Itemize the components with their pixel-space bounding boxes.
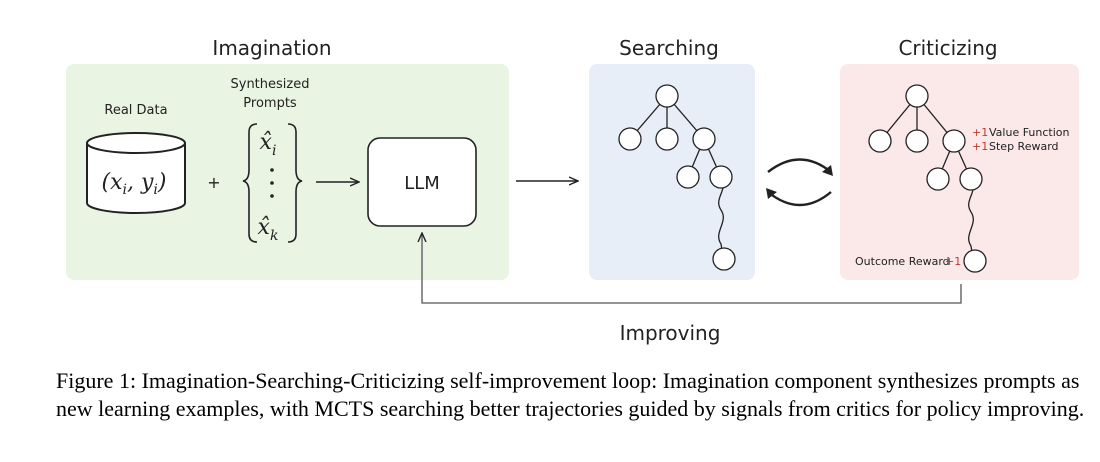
loop-arrow-bottom [767, 191, 832, 207]
tree-node [655, 127, 679, 151]
llm-box [367, 137, 477, 227]
tree-node [942, 129, 966, 153]
synth-label-line1: Synthesized [231, 77, 310, 92]
searching-panel [589, 64, 755, 280]
tree-node [712, 247, 736, 271]
llm-label: LLM [404, 173, 440, 194]
improving-title: Improving [620, 321, 721, 345]
search-tree [618, 84, 736, 271]
tree-node [959, 167, 983, 191]
tree-node [676, 165, 700, 189]
loop-arrow-bottom-head [766, 188, 777, 199]
tree-node [963, 249, 987, 273]
plus-sign: + [207, 173, 220, 192]
loop-arrow-top [767, 158, 832, 173]
tree-node [905, 129, 929, 153]
searching-title: Searching [619, 36, 719, 60]
caption-text: Imagination-Searching-Criticizing self-i… [56, 368, 1085, 421]
step-reward-plus-one: +1 [972, 140, 988, 153]
figure-number: Figure 1: [56, 368, 137, 393]
critic-tree [868, 84, 987, 273]
step-reward-label: Step Reward [989, 140, 1059, 153]
value-function-label: Value Function [989, 126, 1070, 139]
criticizing-title: Criticizing [898, 36, 997, 60]
prompt-brace-set [242, 123, 303, 243]
loop-arrow-top-head [822, 165, 833, 176]
tree-node [905, 84, 929, 108]
value-function-plus-one: +1 [972, 126, 988, 139]
tree-node [618, 127, 642, 151]
real-data-label: Real Data [104, 103, 167, 118]
outcome-reward-plus-one: +1 [945, 255, 961, 268]
imagination-title: Imagination [212, 36, 331, 60]
criticizing-panel [840, 64, 1079, 280]
outcome-reward-label: Outcome Reward [855, 255, 950, 268]
database-cylinder-icon [86, 132, 186, 214]
improving-feedback-line [422, 233, 962, 304]
synth-label-line2: Prompts [243, 96, 297, 111]
tree-node [709, 165, 733, 189]
figure-caption: Figure 1: Imagination-Searching-Criticiz… [56, 367, 1086, 423]
tree-node [926, 167, 950, 191]
tree-node [868, 129, 892, 153]
imagination-searching-criticizing-diagram: Imagination Searching Criticizing Real D… [66, 36, 1079, 345]
tree-node [692, 127, 716, 151]
tree-node [655, 84, 679, 108]
